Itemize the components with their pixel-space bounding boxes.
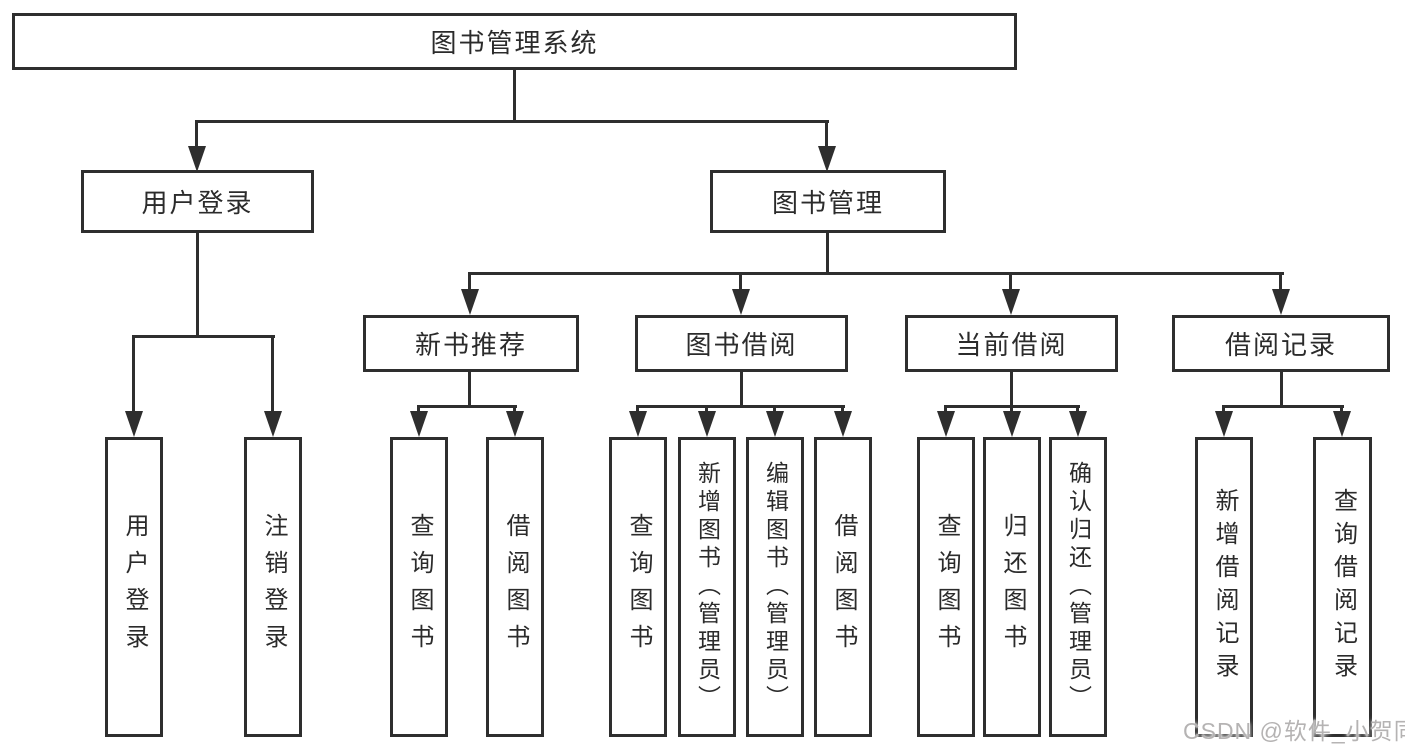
down-arrow-to-confirm-return — [1069, 405, 1087, 437]
node-query-books-2: 查询图书 — [609, 437, 667, 737]
node-query-books-1: 查询图书 — [390, 437, 448, 737]
node-library-management-system: 图书管理系统 — [12, 13, 1017, 70]
node-query-books-3: 查询图书 — [917, 437, 975, 737]
connector-current-borrowing-trunk — [1010, 372, 1013, 408]
connector-level2-bar — [468, 272, 1284, 275]
down-arrow-to-login — [125, 335, 143, 437]
connector-new-book-trunk — [468, 372, 471, 408]
down-arrow-to-current-borrowing — [1002, 272, 1020, 315]
node-label: 确认归还（管理员） — [1065, 461, 1092, 713]
down-arrow-to-new-book-recommendation — [461, 272, 479, 315]
node-book-borrowing: 图书借阅 — [635, 315, 848, 372]
node-label: 新书推荐 — [414, 330, 527, 360]
node-label: 图书管理 — [771, 188, 884, 218]
node-label: 借阅图书 — [830, 513, 857, 661]
down-arrow-to-query-books-1 — [410, 405, 428, 437]
down-arrow-to-query-record — [1333, 405, 1351, 437]
connector-user-login-bar — [132, 335, 275, 338]
node-current-borrowing: 当前借阅 — [905, 315, 1118, 372]
node-label: 用户登录 — [121, 513, 148, 661]
node-label: 编辑图书（管理员） — [762, 461, 789, 713]
node-label: 图书借阅 — [685, 330, 798, 360]
node-label: 用户登录 — [141, 188, 254, 218]
down-arrow-to-query-books-3 — [937, 405, 955, 437]
node-return-books: 归还图书 — [983, 437, 1041, 737]
node-confirm-return-admin: 确认归还（管理员） — [1049, 437, 1107, 737]
node-label: 当前借阅 — [955, 330, 1068, 360]
down-arrow-to-logout — [264, 335, 282, 437]
node-new-book-recommendation: 新书推荐 — [363, 315, 579, 372]
node-borrow-books-2: 借阅图书 — [814, 437, 872, 737]
node-label: 查询图书 — [406, 513, 433, 661]
down-arrow-to-borrow-books-1 — [506, 405, 524, 437]
down-arrow-to-book-borrowing — [732, 272, 750, 315]
node-logout: 注销登录 — [244, 437, 302, 737]
node-label: 新增借阅记录 — [1211, 488, 1238, 686]
node-label: 借阅记录 — [1224, 330, 1337, 360]
down-arrow-to-user-login — [188, 120, 206, 172]
down-arrow-to-query-books-2 — [629, 405, 647, 437]
node-query-borrow-record: 查询借阅记录 — [1313, 437, 1372, 737]
connector-book-borrowing-trunk — [740, 372, 743, 408]
node-label: 查询借阅记录 — [1329, 488, 1357, 686]
node-label: 归还图书 — [999, 513, 1026, 661]
down-arrow-to-book-management — [818, 120, 836, 172]
connector-borrowing-records-bar — [1222, 405, 1344, 408]
connector-user-login-trunk — [196, 233, 199, 337]
node-label: 新增图书（管理员） — [694, 461, 721, 713]
connector-book-borrowing-bar — [636, 405, 845, 408]
node-edit-books-admin: 编辑图书（管理员） — [746, 437, 804, 737]
node-label: 借阅图书 — [502, 513, 529, 661]
node-label: 查询图书 — [933, 513, 960, 661]
node-borrow-books-1: 借阅图书 — [486, 437, 544, 737]
down-arrow-to-return-books — [1003, 405, 1021, 437]
node-label: 注销登录 — [260, 513, 287, 661]
node-label: 查询图书 — [625, 513, 652, 661]
watermark: CSDN @软件_小贺同学 — [1183, 718, 1405, 744]
connector-new-book-bar — [417, 405, 517, 408]
connector-root-trunk — [513, 70, 516, 123]
down-arrow-to-add-record — [1215, 405, 1233, 437]
connector-borrowing-records-trunk — [1280, 372, 1283, 408]
down-arrow-to-borrow-books-2 — [834, 405, 852, 437]
node-user-login: 用户登录 — [105, 437, 163, 737]
down-arrow-to-borrowing-records — [1272, 272, 1290, 315]
down-arrow-to-edit-books — [766, 405, 784, 437]
node-add-borrow-record: 新增借阅记录 — [1195, 437, 1253, 737]
node-add-books-admin: 新增图书（管理员） — [678, 437, 736, 737]
down-arrow-to-add-books — [698, 405, 716, 437]
node-borrowing-records: 借阅记录 — [1172, 315, 1390, 372]
node-user-login-module: 用户登录 — [81, 170, 314, 233]
node-label: 图书管理系统 — [430, 28, 599, 58]
connector-book-management-trunk — [826, 233, 829, 275]
node-book-management-module: 图书管理 — [710, 170, 946, 233]
connector-level1-bar — [195, 120, 829, 123]
